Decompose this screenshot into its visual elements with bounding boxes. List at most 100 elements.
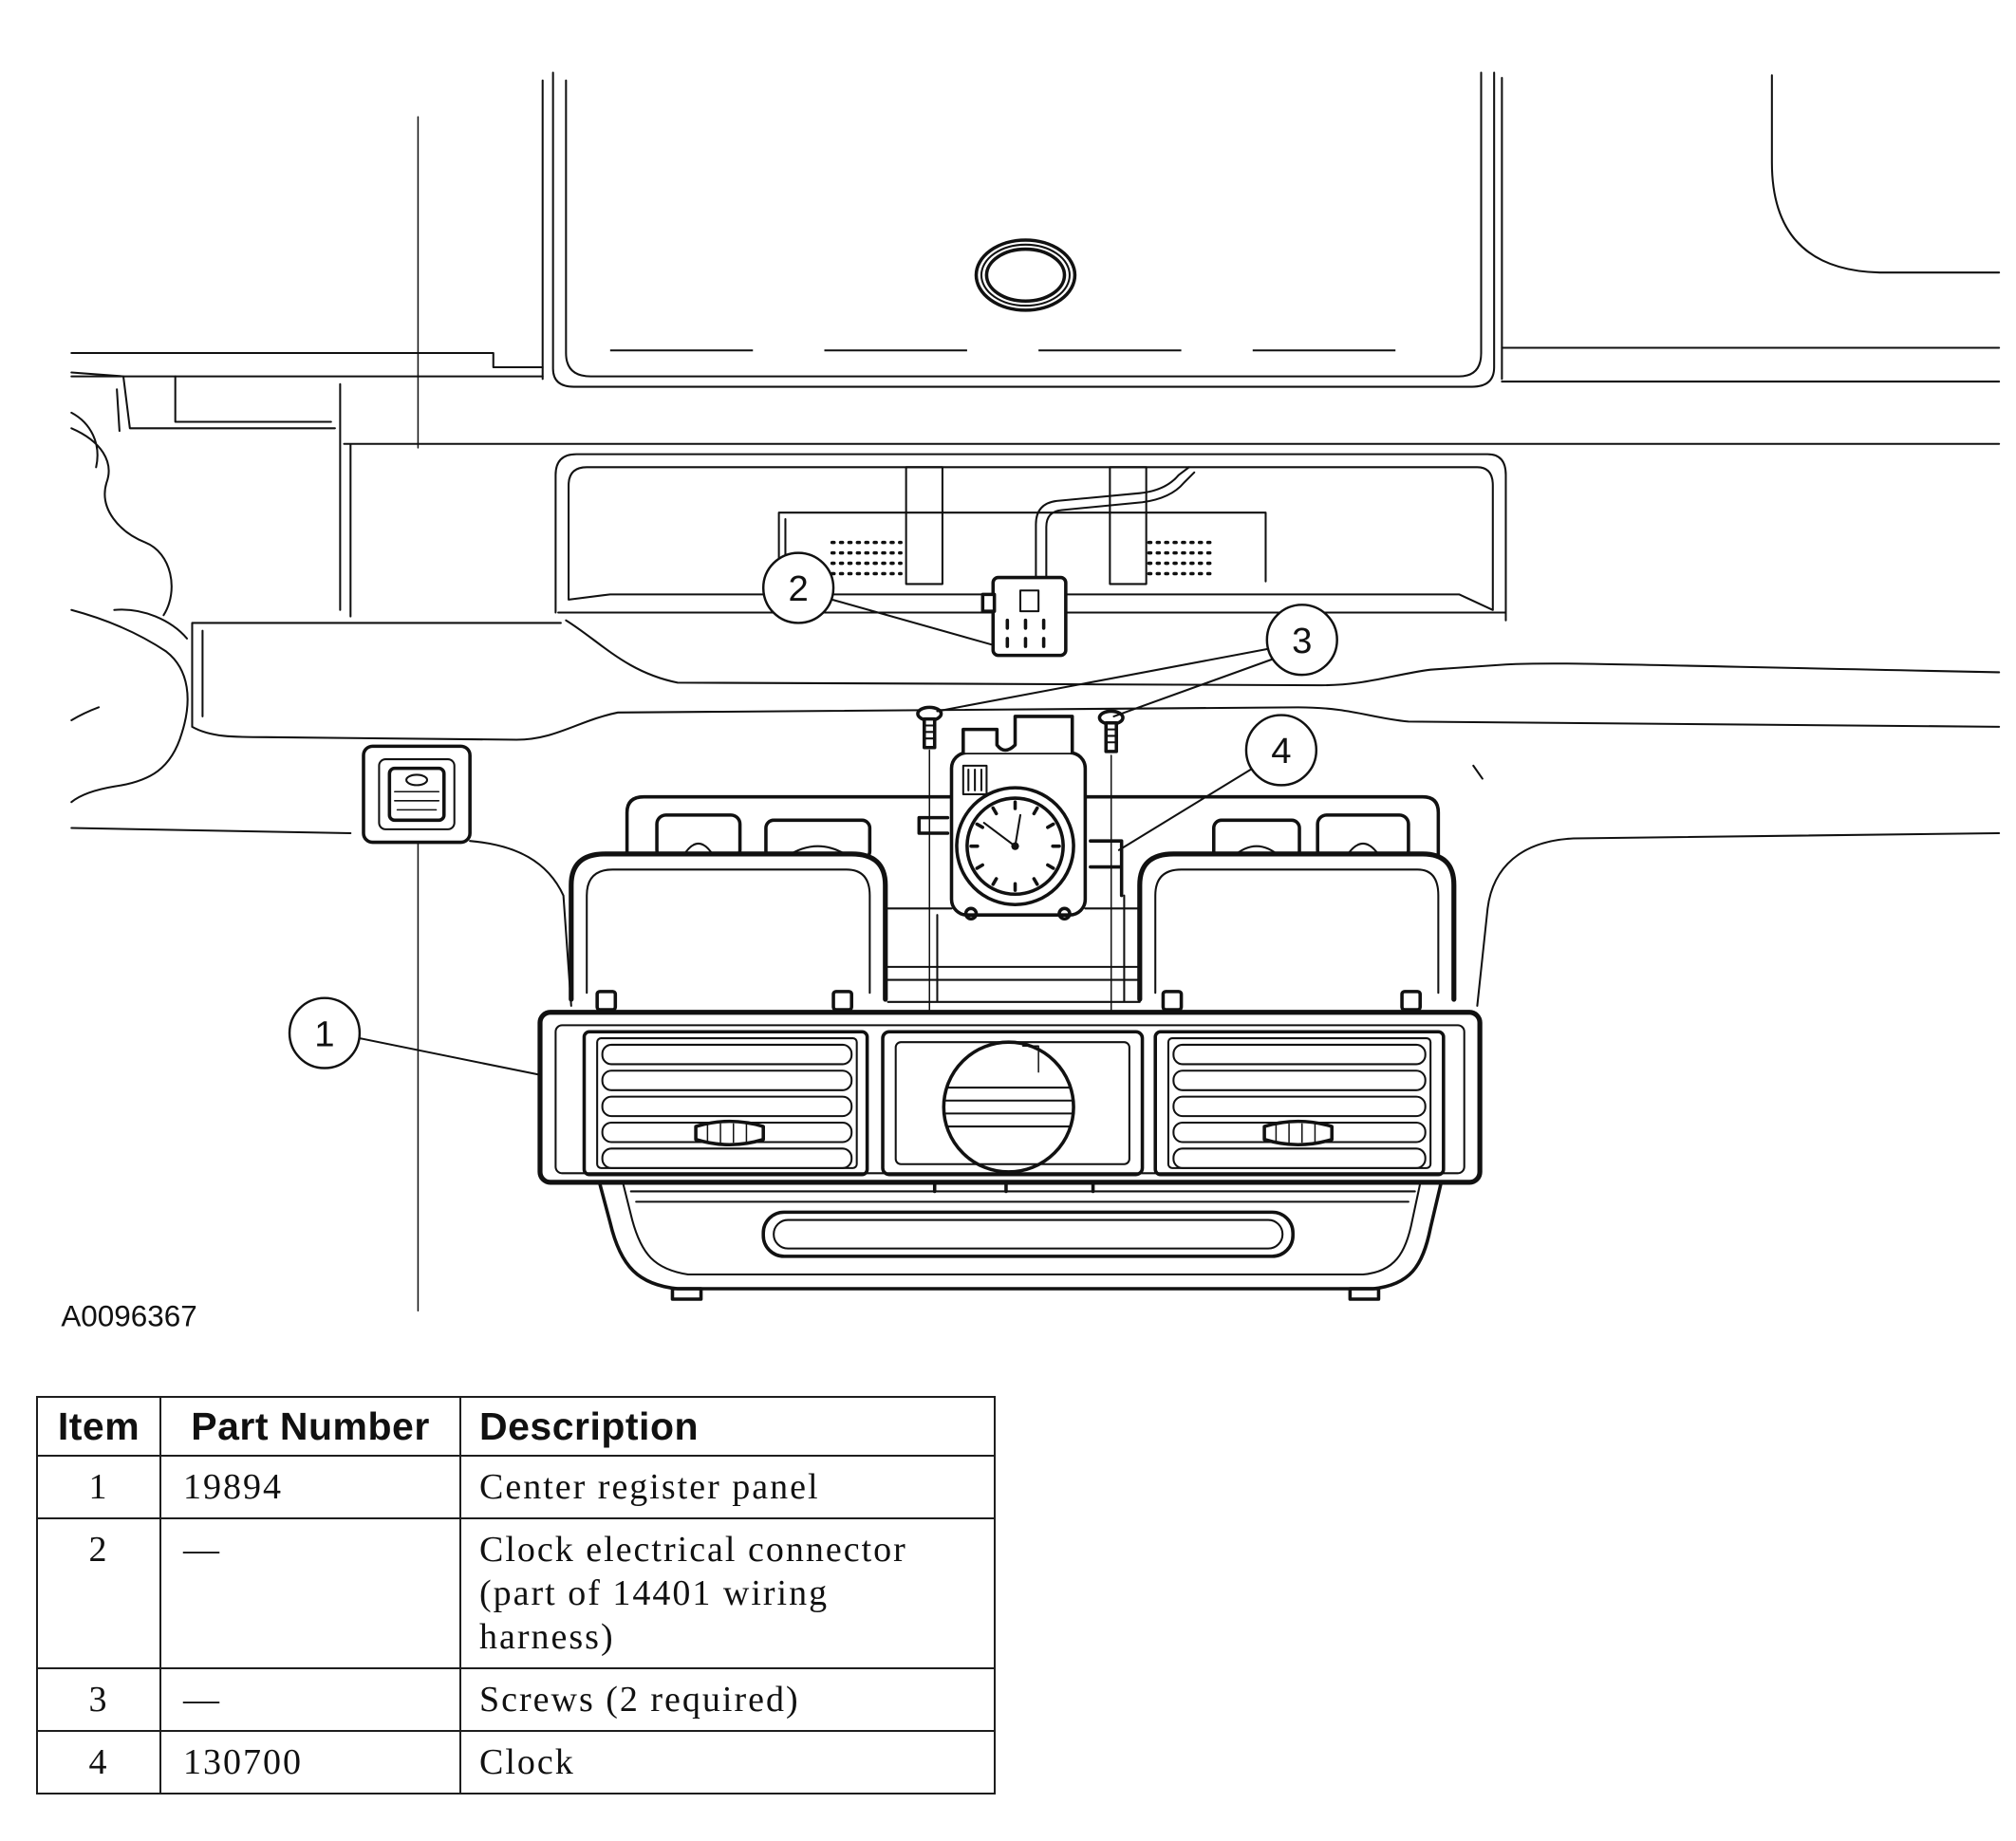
upper-right-corner <box>1770 74 2001 274</box>
callout-circle <box>1244 714 1318 787</box>
callout-2: 2 <box>761 551 995 646</box>
clock-body <box>949 751 1088 917</box>
thumbwheel-ridges <box>706 1123 748 1144</box>
upper-panel-frame <box>541 71 1503 388</box>
wiring-harness <box>1035 466 1196 580</box>
louver <box>601 1069 853 1091</box>
screw-left <box>916 705 943 750</box>
louver <box>1172 1043 1427 1066</box>
item-number: 3 <box>36 1667 161 1732</box>
steering-column-shroud <box>70 371 336 804</box>
clock-mounting-area <box>882 749 1144 1013</box>
callout-circle <box>288 996 362 1069</box>
vent-left <box>582 1030 869 1177</box>
louver <box>601 1147 853 1169</box>
switch-frame <box>378 758 456 830</box>
knob-details <box>681 842 1381 858</box>
dash-top-lines <box>70 346 2001 618</box>
callout-number: 2 <box>788 568 808 609</box>
part-number: 130700 <box>159 1730 461 1795</box>
callout-number: 3 <box>1292 621 1312 661</box>
louver <box>1172 1147 1427 1169</box>
louver <box>601 1095 853 1118</box>
vent-housing-left-outline <box>569 851 888 1002</box>
thumbwheel-icon <box>694 1119 765 1146</box>
header-item: Item <box>36 1396 161 1457</box>
parts-table: Item Part Number Description 1 19894 Cen… <box>36 1396 996 1795</box>
center-dial-frame <box>881 1030 1145 1177</box>
callout-circle <box>761 551 835 624</box>
lower-duct-outline <box>598 1181 1443 1291</box>
callout-1: 1 <box>288 996 540 1076</box>
callout-4: 4 <box>1117 714 1318 851</box>
table-row: 2 — Clock electrical connector (part of … <box>36 1517 996 1669</box>
screw-threads <box>923 724 936 740</box>
screw-right <box>1097 709 1125 753</box>
switch-markings <box>394 790 440 811</box>
clock-opening-lines <box>943 1087 1073 1128</box>
switch-indicator <box>405 773 429 787</box>
leader-line <box>831 598 995 646</box>
clock-hour-ticks <box>969 800 1061 892</box>
clock-opening <box>942 1040 1075 1174</box>
table-row: 1 19894 Center register panel <box>36 1455 996 1519</box>
screw-shank <box>923 716 937 750</box>
connector-tab <box>980 592 997 613</box>
clock-face-bezel <box>955 786 1075 906</box>
header-part-number: Part Number <box>159 1396 461 1457</box>
callout-number: 4 <box>1271 731 1291 772</box>
figure-id: A0096367 <box>61 1300 196 1333</box>
panel-bottom-marks <box>932 1181 1095 1194</box>
screw-threads <box>1105 728 1118 744</box>
support-bar-right <box>1109 466 1148 586</box>
part-number: — <box>159 1667 461 1732</box>
header-description: Description <box>459 1396 996 1457</box>
dashboard-switch <box>362 744 472 845</box>
register-panel-outline <box>537 1010 1483 1185</box>
clock-electrical-connector <box>980 575 1068 658</box>
upper-recess <box>554 453 1507 622</box>
grille-left <box>830 540 903 576</box>
louver <box>1172 1095 1427 1118</box>
callout-3: 3 <box>936 604 1338 717</box>
mounting-lines <box>882 894 1144 1003</box>
table-header-row: Item Part Number Description <box>36 1396 996 1457</box>
table-row: 4 130700 Clock <box>36 1730 996 1795</box>
part-number: 19894 <box>159 1455 461 1519</box>
item-number: 2 <box>36 1517 161 1669</box>
leader-line <box>936 647 1274 717</box>
connector-body <box>991 575 1068 658</box>
part-description: Clock <box>459 1730 996 1795</box>
lower-duct-slot <box>761 1210 1295 1258</box>
recess-outline <box>554 453 1507 622</box>
lower-duct-slot-inner <box>773 1218 1284 1250</box>
clock-connector-socket <box>961 715 1074 754</box>
leader-line <box>358 1037 540 1076</box>
thumbwheel-ridges <box>1275 1123 1316 1144</box>
louver <box>601 1043 853 1066</box>
dashboard-outline <box>70 346 2001 1007</box>
clock-foot <box>1057 906 1072 921</box>
vent-housing-right-inner <box>1154 868 1440 995</box>
table-row: 3 — Screws (2 required) <box>36 1667 996 1732</box>
clock-face-icon <box>965 796 1065 897</box>
clock-removal-diagram: 1 2 3 4 A0096367 <box>61 71 2001 1333</box>
part-description: Screws (2 required) <box>459 1667 996 1732</box>
part-number: — <box>159 1517 461 1669</box>
center-register-panel <box>537 1010 1483 1194</box>
upper-panel <box>541 71 2001 388</box>
lower-duct-tab <box>1348 1287 1381 1301</box>
lower-duct <box>598 1181 1443 1301</box>
vent-right <box>1153 1030 1446 1177</box>
part-description: Clock electrical connector (part of 1440… <box>459 1517 996 1669</box>
clock-center-pin <box>1011 842 1019 850</box>
dash-contour-lines <box>70 619 2001 1007</box>
louver <box>1172 1069 1427 1091</box>
connector-pins <box>1005 618 1046 648</box>
leader-line <box>1117 767 1254 851</box>
screw-shank <box>1104 720 1118 753</box>
oval-button-inner <box>984 247 1067 304</box>
dial-notch <box>1021 1045 1039 1073</box>
lower-duct-tab <box>670 1287 703 1301</box>
clock <box>917 715 1124 921</box>
